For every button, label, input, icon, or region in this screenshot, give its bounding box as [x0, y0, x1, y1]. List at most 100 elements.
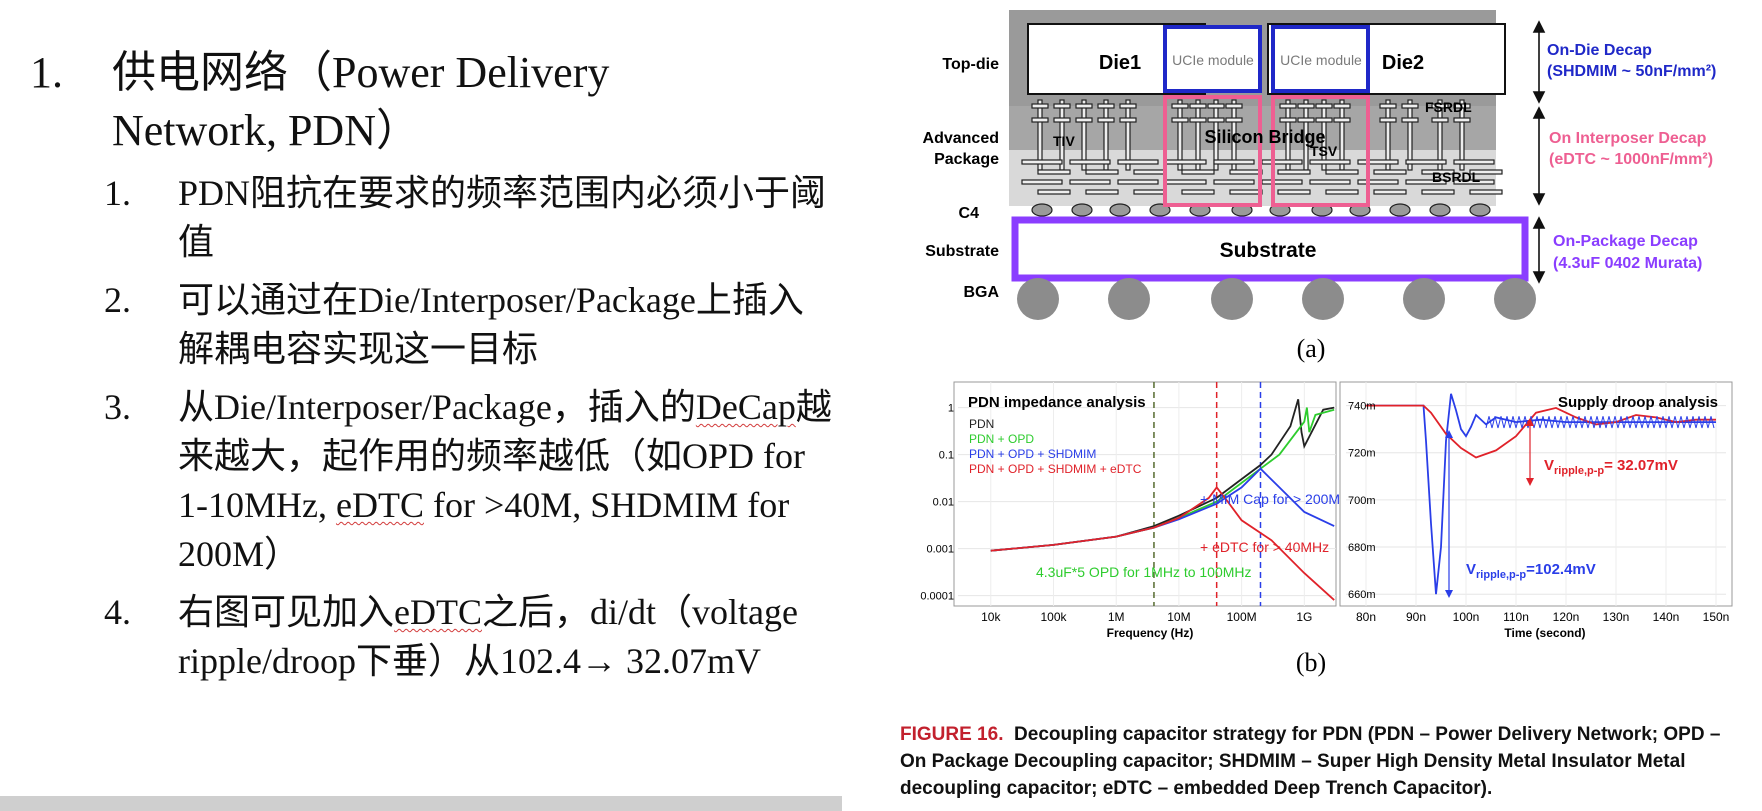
list-text: 可以通过在Die/Interposer/Package上插入解耦电容实现这一目标 [178, 280, 804, 369]
text-segment: eDTC [394, 592, 482, 632]
c4-bump [1109, 203, 1131, 217]
ucie-module-2 [1271, 25, 1370, 93]
rdl-trace [1405, 159, 1447, 165]
red-ripple-label: Vripple,p-p= 32.07mV [1544, 457, 1678, 477]
rdl-trace [1181, 189, 1215, 195]
text-segment: 右图可见加入 [178, 592, 395, 632]
text-segment: eDTC [335, 485, 424, 525]
interposer-lower [1009, 150, 1496, 206]
via [1081, 99, 1087, 171]
via-pad [1097, 117, 1115, 123]
legend-entry: PDN + OPD + SHDMIM [969, 447, 1096, 461]
legend-entry: PDN + OPD [969, 432, 1034, 446]
rdl-trace [1229, 189, 1263, 195]
bga-ball [1108, 278, 1150, 320]
list-text: 供电网络（Power Delivery Network, PDN） [112, 48, 610, 155]
rdl-trace [1277, 169, 1311, 175]
tiv-label: TIV [1053, 133, 1075, 149]
droop-series [1366, 393, 1716, 595]
via-pad [1189, 117, 1207, 123]
rdl-trace [1133, 169, 1167, 175]
via-pad [1225, 103, 1243, 109]
substrate-label: Substrate [1220, 239, 1317, 262]
text-segment: DeCap [695, 387, 796, 427]
edtc-annotation: + eDTC for > 40MHz [1200, 539, 1329, 555]
silicon-bridge-label: Silicon Bridge [1204, 127, 1325, 147]
rdl-trace [1069, 179, 1111, 185]
substrate-side-label: Substrate [925, 243, 999, 260]
via-pad [1431, 103, 1449, 109]
rdl-trace [1309, 179, 1351, 185]
silicon-bridge-box-2 [1271, 95, 1370, 207]
via-pad [1453, 117, 1471, 123]
rdl-trace [1085, 169, 1119, 175]
tsv-label: TSV [1310, 143, 1338, 159]
mim-cap-annotation: + MIM Cap for > 200MHz [1200, 491, 1357, 507]
rdl-trace [1133, 189, 1167, 195]
text-segment: 之后，di/dt（voltage ripple/droop下垂）从102.4→ … [178, 592, 798, 681]
impedance-xlabel: Frequency (Hz) [1107, 626, 1194, 640]
y-tick-label: 0.01 [933, 497, 954, 509]
via-pad [1207, 117, 1225, 123]
series-line [1366, 404, 1716, 459]
y-tick-label: 740m [1348, 401, 1376, 413]
rdl-trace [1309, 159, 1351, 165]
c4-bump [1071, 203, 1093, 217]
c4-label: C4 [959, 205, 980, 222]
x-tick-label: 130n [1603, 610, 1630, 624]
opd-annotation: 4.3uF*5 OPD for 1MHz to 100MHz [1036, 564, 1252, 580]
subfigure-b-label: (b) [1296, 648, 1326, 677]
on-interposer-decap-sub: (eDTC ~ 1000nF/mm²) [1549, 151, 1713, 168]
series-line [990, 485, 1335, 601]
rdl-trace [1021, 159, 1063, 165]
via-pad [1333, 117, 1351, 123]
rdl-trace [1325, 169, 1359, 175]
rdl-trace [1229, 169, 1263, 175]
rdl-trace [1037, 189, 1071, 195]
figure-caption: FIGURE 16. Decoupling capacitor strategy… [900, 721, 1750, 802]
x-tick-label: 150n [1703, 610, 1730, 624]
bga-ball [1403, 278, 1445, 320]
rdl-trace [1165, 179, 1207, 185]
legend-entry: PDN [969, 417, 994, 431]
y-tick-label: 720m [1348, 448, 1376, 460]
via-pad [1053, 117, 1071, 123]
via-pad [1279, 117, 1297, 123]
c4-bump [1031, 203, 1053, 217]
list-text: 从Die/Interposer/Package，插入的DeCap越来越大，起作用… [178, 383, 838, 579]
rdl-trace [1261, 159, 1303, 165]
via-pad [1401, 103, 1419, 109]
impedance-plot-area [953, 381, 1337, 607]
x-tick-label: 80n [1356, 610, 1376, 624]
bga-label: BGA [963, 284, 999, 301]
droop-title: Supply droop analysis [1558, 394, 1718, 411]
via-pad [1171, 117, 1189, 123]
list-number: 1. [30, 48, 63, 97]
via [1177, 99, 1183, 171]
droop-xlabel: Time (second) [1504, 626, 1585, 640]
impedance-markers [1153, 382, 1262, 606]
caption-text: Decoupling capacitor strategy for PDN (P… [900, 724, 1721, 799]
text-segment: 从Die/Interposer/Package，插入的 [178, 387, 696, 427]
rdl-trace [1357, 179, 1399, 185]
via-pad [1097, 103, 1115, 109]
rdl-trace [1421, 169, 1455, 175]
ucie2-label: UCIe module [1280, 52, 1362, 68]
y-tick-label: 680m [1348, 542, 1376, 554]
via-pad [1453, 103, 1471, 109]
y-tick-label: 1 [948, 403, 954, 415]
list-number: 1. [104, 173, 131, 213]
rdl-trace [1085, 189, 1119, 195]
rdl-trace [1373, 169, 1407, 175]
via-pad [1189, 103, 1207, 109]
c4-bump [1469, 203, 1491, 217]
top-die-label: Top-die [942, 56, 999, 73]
impedance-grid [958, 382, 1336, 606]
rdl-trace [1421, 189, 1455, 195]
list-number: 4. [104, 592, 131, 632]
